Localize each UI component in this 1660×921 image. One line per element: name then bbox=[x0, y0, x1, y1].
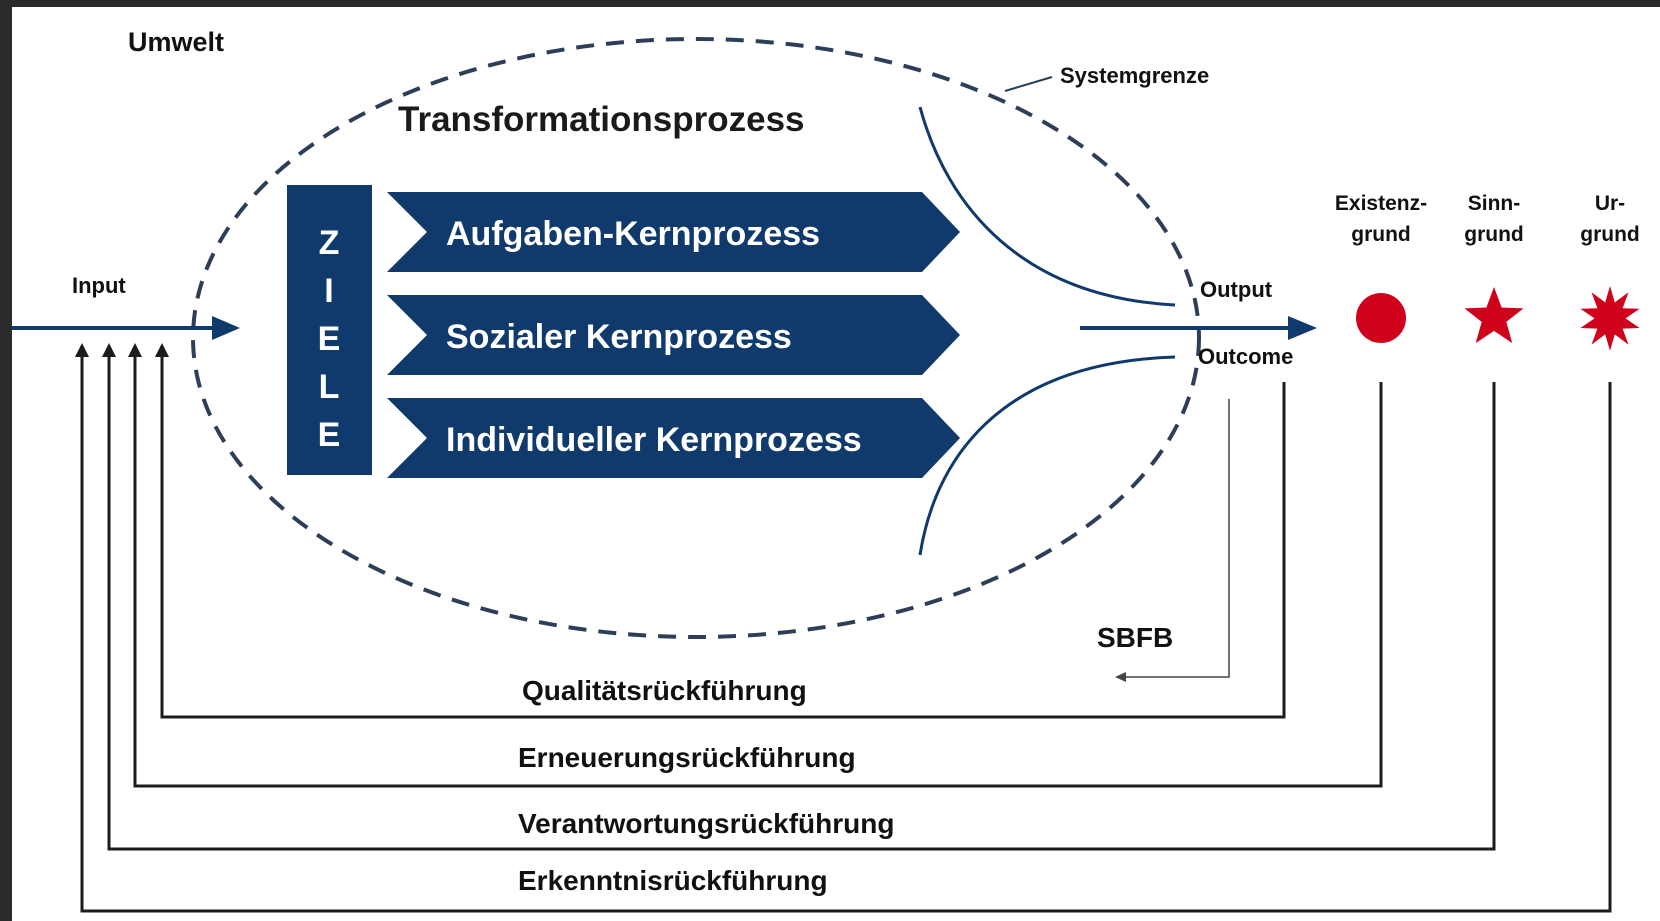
responsibility-feedback-label: Verantwortungsrückführung bbox=[518, 808, 894, 839]
sbfb-label: SBFB bbox=[1097, 622, 1173, 653]
core-process-label: Individueller Kernprozess bbox=[446, 421, 862, 459]
insight-feedback-arrow-head bbox=[75, 343, 89, 357]
core-process-label: Sozialer Kernprozess bbox=[446, 318, 792, 356]
meaning-reason-label: grund bbox=[1464, 223, 1523, 246]
renewal-feedback-label: Erneuerungsrückführung bbox=[518, 742, 856, 773]
system-boundary-pointer bbox=[1004, 76, 1053, 92]
goals-letter: L bbox=[319, 368, 340, 406]
renewal-feedback-arrow-head bbox=[128, 343, 142, 357]
insight-feedback-label: Erkenntnisrückführung bbox=[518, 865, 828, 896]
burst-icon bbox=[1580, 286, 1640, 351]
quality-feedback-arrow-head bbox=[155, 343, 169, 357]
output-label: Output bbox=[1200, 277, 1273, 302]
origin-reason-label: Ur- bbox=[1595, 192, 1625, 215]
quality-feedback-line bbox=[160, 352, 1286, 719]
transformation-process-diagram: Umwelt Systemgrenze Transformationsproze… bbox=[12, 27, 1640, 913]
insight-feedback-line bbox=[80, 352, 1612, 913]
core-process-arrow-tasks bbox=[387, 192, 960, 272]
renewal-feedback-line bbox=[133, 352, 1383, 788]
core-process-label: Aufgaben-Kernprozess bbox=[446, 215, 820, 253]
outcome-label: Outcome bbox=[1198, 344, 1293, 369]
responsibility-feedback-line bbox=[107, 352, 1496, 851]
origin-reason-label: grund bbox=[1580, 223, 1639, 246]
meaning-reason-label: Sinn- bbox=[1468, 192, 1521, 215]
goals-letter: E bbox=[318, 416, 341, 454]
diagram-canvas: Umwelt Systemgrenze Transformationsproze… bbox=[12, 7, 1660, 921]
goals-letter: I bbox=[324, 272, 333, 310]
responsibility-feedback-arrow-head bbox=[102, 343, 116, 357]
sbfb-arrow-head bbox=[1115, 672, 1126, 682]
goals-letter: E bbox=[318, 320, 341, 358]
sbfb-line bbox=[1124, 399, 1230, 678]
system-boundary-ellipse bbox=[191, 37, 1201, 639]
circle-icon bbox=[1356, 293, 1406, 343]
goals-box bbox=[287, 185, 372, 475]
environment-label: Umwelt bbox=[128, 27, 224, 57]
existence-reason-label: grund bbox=[1351, 223, 1410, 246]
quality-feedback-label: Qualitätsrückführung bbox=[522, 675, 807, 706]
input-arrow-head bbox=[212, 316, 240, 340]
system-boundary-label: Systemgrenze bbox=[1060, 63, 1209, 88]
goals-letter: Z bbox=[319, 224, 340, 262]
input-label: Input bbox=[72, 273, 126, 298]
funnel-curve-top bbox=[918, 106, 1176, 307]
existence-reason-label: Existenz- bbox=[1335, 192, 1427, 215]
star-icon bbox=[1464, 287, 1524, 344]
output-arrow-head bbox=[1288, 316, 1317, 340]
process-title: Transformationsprozess bbox=[398, 100, 805, 139]
funnel-curve-bottom bbox=[918, 355, 1176, 556]
core-process-arrow-social bbox=[387, 295, 960, 375]
core-process-arrow-individual bbox=[387, 398, 960, 478]
